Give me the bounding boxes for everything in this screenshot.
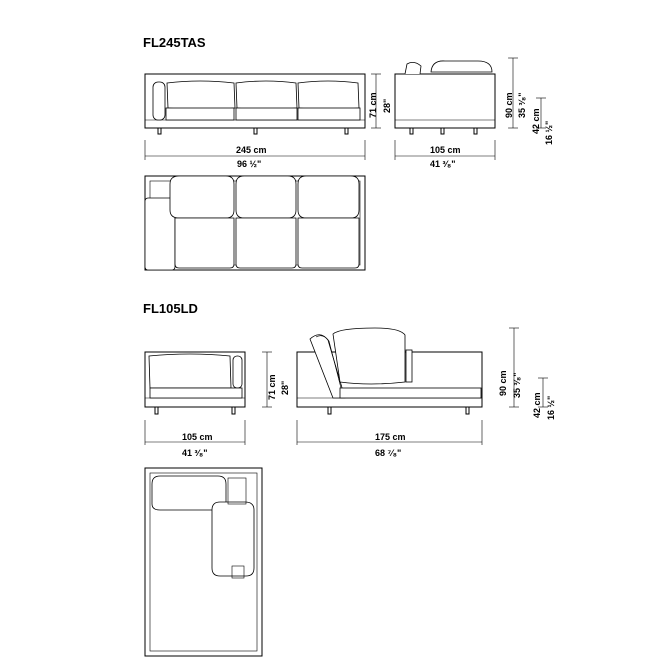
fl105ld-side-view [296, 327, 483, 415]
fl105ld-seat-height-cm: 42 cm [532, 392, 542, 418]
fl245tas-plan-view [144, 175, 366, 271]
fl105ld-side-height-dimension: 90 cm 35 ³⁄₈" 42 cm 16 ½" [498, 327, 556, 420]
fl105ld-front-width-cm: 105 cm [182, 432, 213, 442]
fl105ld-front-height-dimension: 71 cm 28" [262, 351, 290, 408]
fl245tas-depth-in: 41 ³⁄₈" [430, 159, 456, 169]
fl105ld-plan-view [144, 467, 263, 657]
fl105ld-side-height-in: 35 ³⁄₈" [512, 373, 522, 399]
fl245tas-side-height-dimension: 90 cm 35 ³⁄₈" 42 cm 16 ½" [504, 57, 554, 145]
fl245tas-depth-dimension: 105 cm 41 ³⁄₈" [394, 140, 496, 169]
fl105ld-side-width-cm: 175 cm [375, 432, 406, 442]
fl105ld-seat-height-in: 16 ½" [546, 396, 556, 420]
fl245tas-width-dimension: 245 cm 96 ½" [144, 140, 366, 169]
fl245tas-depth-cm: 105 cm [430, 145, 461, 155]
fl105ld-side-width-in: 68 ⁷⁄₈" [375, 448, 401, 458]
fl105ld-side-width-dimension: 175 cm 68 ⁷⁄₈" [296, 420, 483, 458]
fl245tas-side-view [394, 60, 496, 135]
fl245tas-height-in: 28" [382, 99, 392, 113]
fl245tas-width-in: 96 ½" [237, 159, 261, 169]
fl105ld-front-width-dimension: 105 cm 41 ³⁄₈" [144, 420, 246, 458]
fl245tas-side-height-in: 35 ³⁄₈" [517, 93, 527, 119]
model-code-fl105ld: FL105LD [143, 301, 198, 316]
fl245tas-seat-height-in: 16 ½" [544, 121, 554, 145]
fl105ld-side-height-cm: 90 cm [498, 370, 508, 396]
fl245tas-height-dimension: 71 cm 28" [368, 73, 392, 129]
model-code-fl245tas: FL245TAS [143, 35, 206, 50]
fl105ld-front-width-in: 41 ³⁄₈" [182, 448, 208, 458]
fl105ld-front-view [144, 351, 246, 415]
fl245tas-width-cm: 245 cm [236, 145, 267, 155]
fl105ld-front-height-cm: 71 cm [267, 374, 277, 400]
fl245tas-front-view [144, 73, 366, 135]
fl245tas-seat-height-cm: 42 cm [531, 108, 541, 134]
fl245tas-height-cm: 71 cm [368, 92, 378, 118]
fl245tas-side-height-cm: 90 cm [504, 92, 514, 118]
fl105ld-front-height-in: 28" [280, 381, 290, 395]
